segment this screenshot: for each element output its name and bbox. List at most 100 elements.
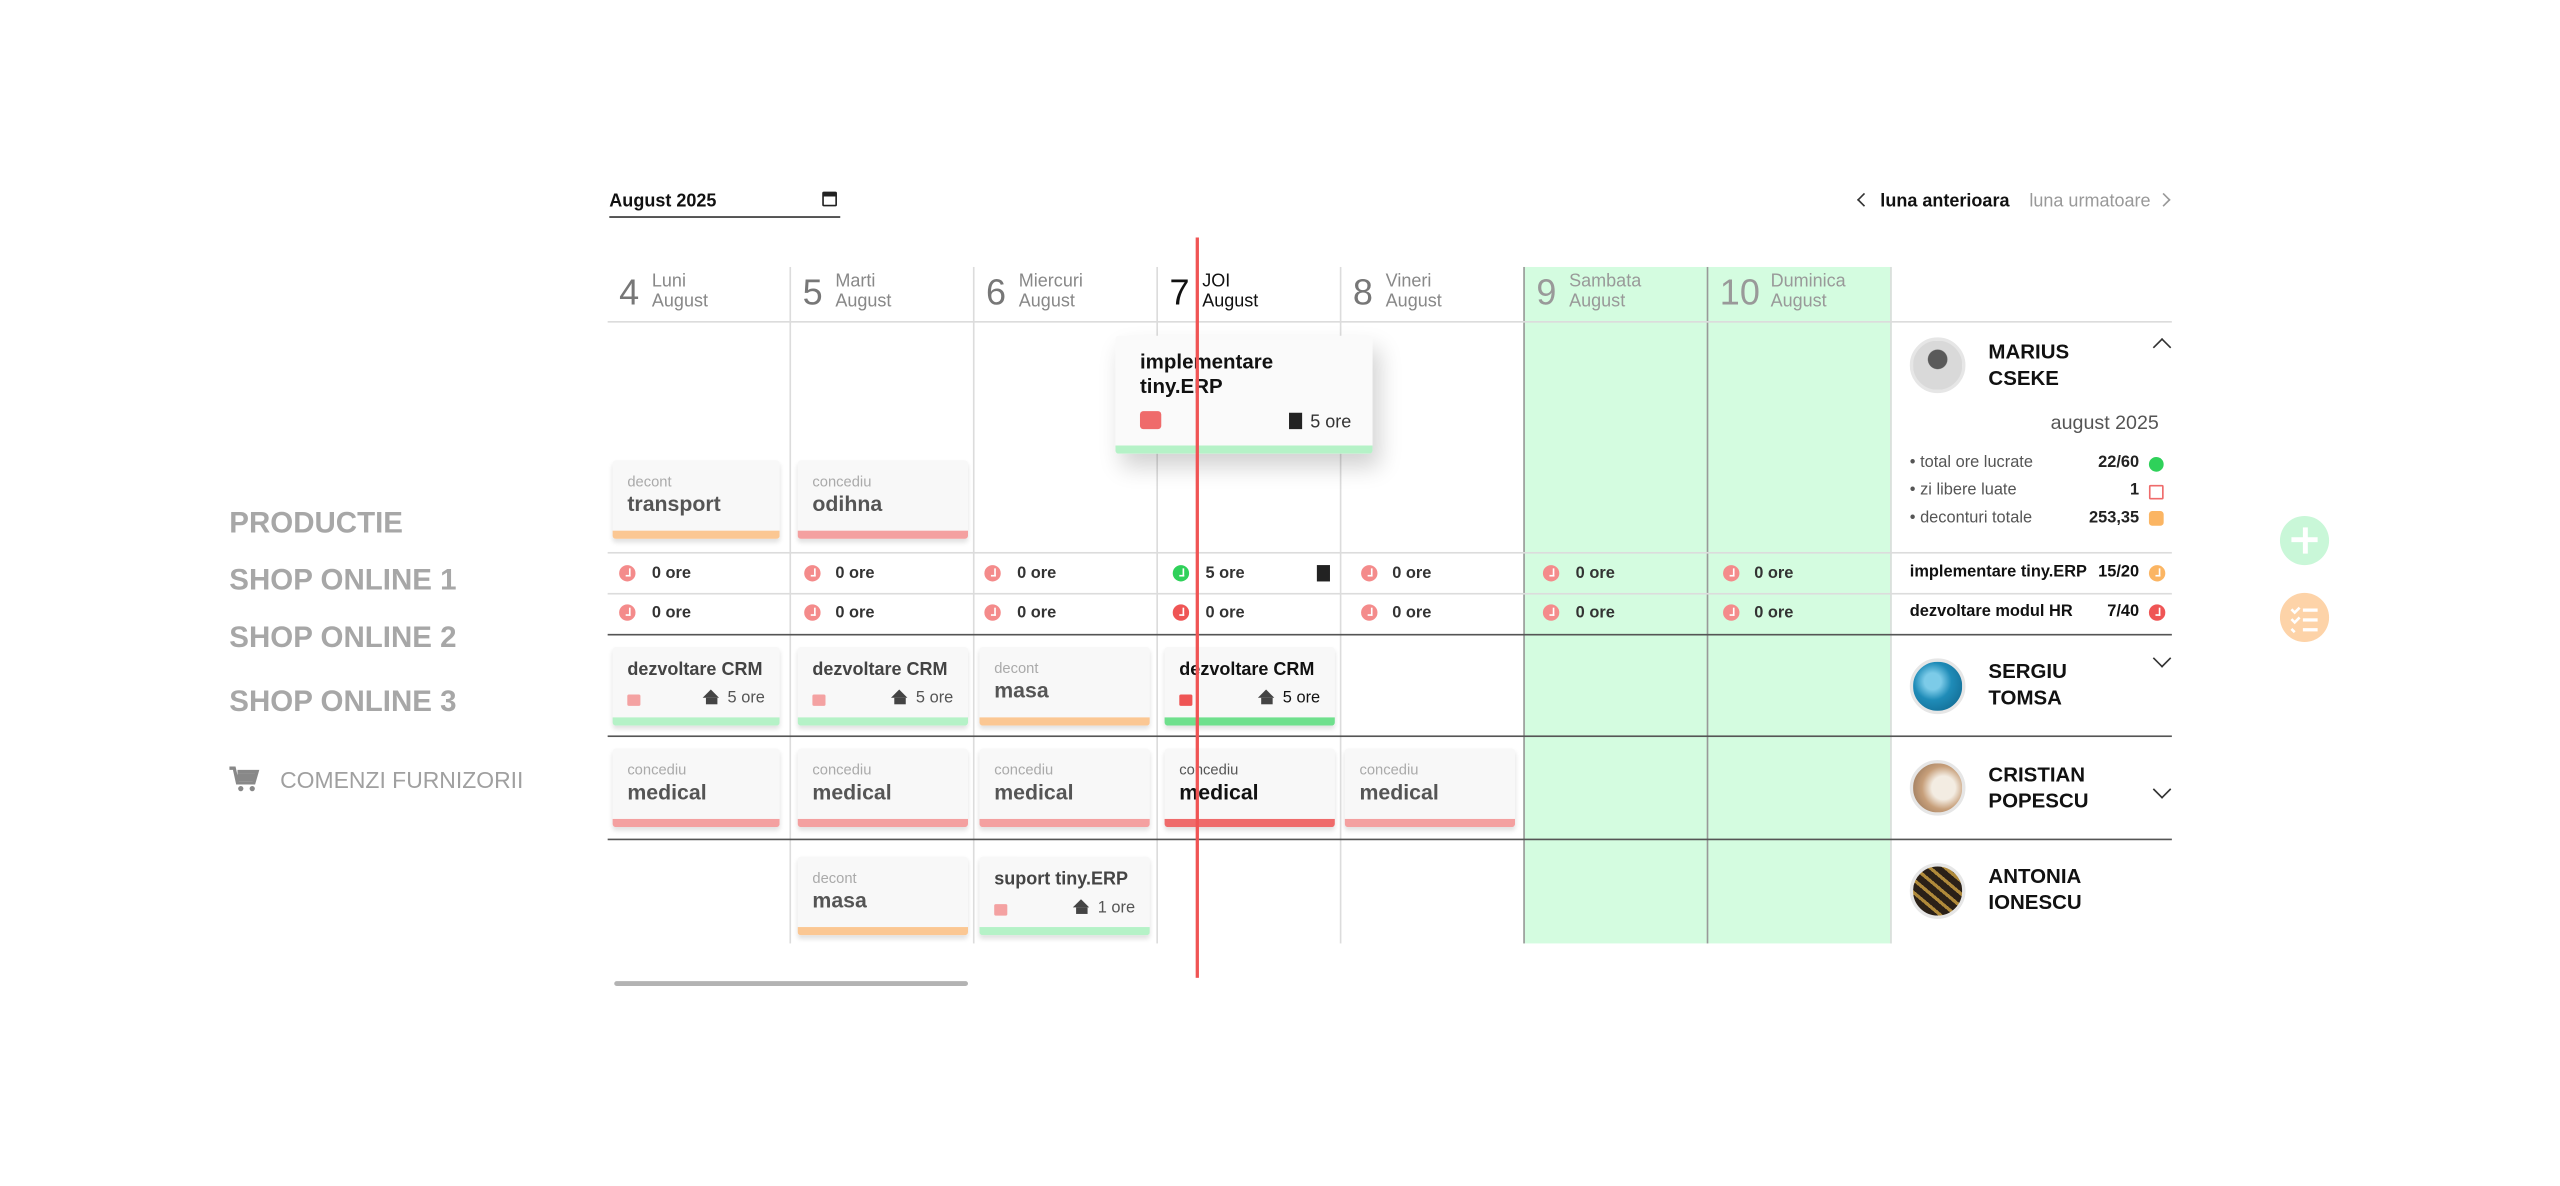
event-value: medical — [1359, 779, 1439, 805]
task-card[interactable]: dezvoltare CRM 5 ore — [612, 646, 780, 726]
calendar-icon[interactable] — [822, 191, 837, 207]
expand-chevron-icon[interactable] — [2152, 780, 2172, 799]
sidebar-item-shop-online-1[interactable]: SHOP ONLINE 1 — [229, 563, 457, 597]
current-time-line — [1195, 237, 1199, 978]
collapse-chevron-icon[interactable] — [2152, 337, 2172, 357]
day-number: 10 — [1719, 271, 1760, 313]
sidebar-item-productie[interactable]: PRODUCTIE — [229, 506, 403, 539]
event-card-concediu[interactable]: concediu medical — [1344, 748, 1516, 828]
event-value: odihna — [812, 491, 883, 516]
event-card-decont[interactable]: decont masa — [797, 856, 968, 936]
comment-icon[interactable] — [1139, 411, 1162, 430]
event-bar — [797, 818, 968, 828]
stat-label: • total ore lucrate — [1909, 453, 2033, 472]
grid-divider — [1890, 266, 1892, 944]
task-card[interactable]: suport tiny.ERP 1 ore — [979, 856, 1150, 936]
coins-icon — [2148, 511, 2164, 526]
previous-month-button[interactable]: luna anterioara — [1856, 191, 2010, 212]
avatar[interactable] — [1909, 658, 1966, 715]
expand-chevron-icon[interactable] — [2152, 649, 2172, 668]
grid-divider — [789, 266, 792, 944]
horizontal-scrollbar[interactable] — [614, 981, 968, 987]
comment-icon[interactable] — [812, 694, 826, 706]
hours-value: 0 ore — [651, 604, 692, 623]
avatar[interactable] — [1909, 337, 1966, 394]
comment-icon[interactable] — [1179, 694, 1193, 706]
event-bar — [979, 818, 1150, 828]
day-number: 6 — [986, 271, 1007, 313]
popup-hours: 5 ore — [1288, 411, 1351, 432]
clock-icon — [2148, 604, 2166, 621]
add-button[interactable] — [2279, 515, 2330, 566]
next-month-label: luna urmatoare — [2029, 191, 2151, 212]
project-value: 7/40 — [2107, 602, 2140, 621]
stat-label: • deconturi totale — [1909, 509, 2033, 528]
event-card-decont[interactable]: decont masa — [979, 646, 1150, 726]
month-picker-input[interactable]: August 2025 — [609, 187, 841, 218]
stat-value: 1 — [2129, 481, 2140, 500]
stat-value: 22/60 — [2098, 453, 2140, 472]
event-value: medical — [627, 779, 707, 805]
event-card-concediu[interactable]: concediu medical — [1164, 748, 1335, 828]
event-card-concediu[interactable]: concediu medical — [797, 748, 968, 828]
event-card-concediu[interactable]: concediu medical — [979, 748, 1150, 828]
task-title: dezvoltare CRM — [812, 660, 948, 680]
cart-icon[interactable] — [229, 766, 262, 793]
next-month-button[interactable]: luna urmatoare — [2029, 191, 2171, 212]
chevron-right-icon — [2156, 192, 2171, 207]
office-icon — [1288, 412, 1303, 430]
avatar[interactable] — [1909, 759, 1966, 816]
task-card[interactable]: dezvoltare CRM 5 ore — [1164, 646, 1335, 726]
event-bar — [979, 717, 1150, 726]
task-list-button[interactable] — [2279, 592, 2330, 643]
sidebar-item-shop-online-2[interactable]: SHOP ONLINE 2 — [229, 620, 457, 654]
hours-value: 0 ore — [1392, 604, 1432, 623]
event-card-decont[interactable]: decont transport — [612, 460, 780, 539]
sidebar-item-comenzi-furnizorii[interactable]: COMENZI FURNIZORII — [280, 766, 524, 793]
event-popup-card[interactable]: implementare tiny.ERP 5 ore — [1115, 335, 1373, 454]
task-hours: 5 ore — [702, 689, 765, 708]
checklist-icon — [2290, 606, 2318, 634]
home-icon — [1258, 689, 1275, 705]
task-card[interactable]: dezvoltare CRM 5 ore — [797, 646, 968, 726]
month-picker-value: August 2025 — [609, 191, 717, 212]
stat-value: 253,35 — [2088, 509, 2140, 528]
clock-icon — [619, 604, 636, 621]
clock-icon — [804, 565, 821, 582]
event-bar — [979, 927, 1150, 936]
day-number: 4 — [619, 271, 640, 313]
hours-value: 0 ore — [1575, 604, 1615, 623]
clock-icon — [2148, 565, 2166, 582]
previous-month-label: luna anterioara — [1880, 191, 2010, 212]
sidebar-item-shop-online-3[interactable]: SHOP ONLINE 3 — [229, 684, 457, 718]
project-label: dezvoltare modul HR — [1909, 602, 2073, 621]
comment-icon[interactable] — [627, 694, 641, 706]
event-card-concediu[interactable]: concediu medical — [612, 748, 780, 828]
comment-icon[interactable] — [994, 904, 1008, 916]
grid-divider — [1339, 266, 1342, 944]
hours-value: 5 ore — [1205, 565, 1245, 584]
hours-value: 0 ore — [651, 565, 692, 584]
project-label: implementare tiny.ERP — [1909, 563, 2087, 582]
event-bar — [797, 530, 968, 539]
avatar[interactable] — [1909, 863, 1966, 919]
event-kind: decont — [994, 660, 1039, 677]
event-card-concediu[interactable]: concediu odihna — [797, 460, 968, 539]
home-icon — [702, 689, 720, 705]
clock-icon — [619, 565, 636, 582]
event-bar — [612, 818, 780, 828]
hours-value: 0 ore — [1754, 604, 1794, 623]
hours-value: 0 ore — [1392, 565, 1432, 584]
event-kind: decont — [627, 473, 672, 490]
